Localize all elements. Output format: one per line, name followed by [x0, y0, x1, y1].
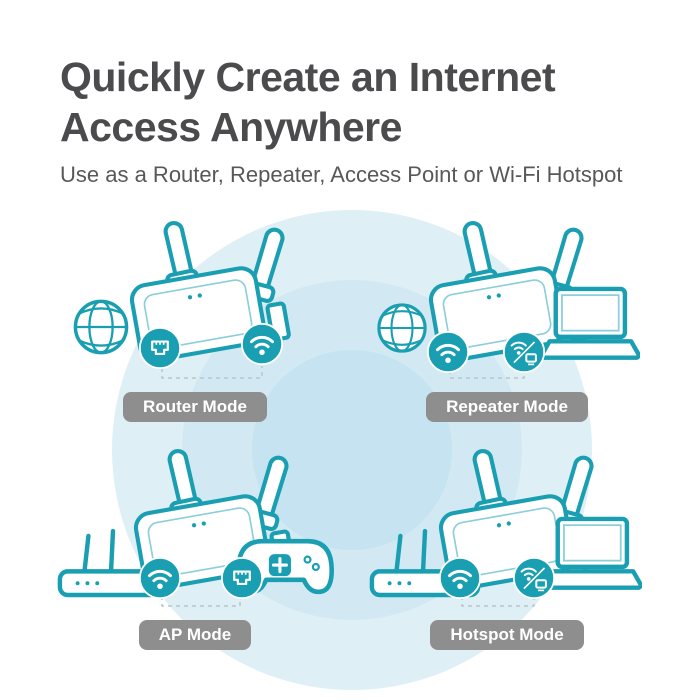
dashed-connector: [161, 366, 263, 379]
background-circle-inner: [252, 350, 452, 550]
ap-mode-label: AP Mode: [138, 620, 252, 650]
wifi-icon: [426, 330, 470, 374]
router-mode-section: Router Mode: [50, 210, 340, 422]
laptop-illustration: [544, 519, 641, 588]
ethernet-port-icon: [138, 326, 182, 370]
wifi-to-device-icon: [512, 556, 556, 600]
page-title-line1: Quickly Create an Internet: [60, 54, 556, 100]
repeater-mode-section: Repeater Mode: [362, 210, 652, 422]
wifi-icon: [240, 322, 284, 366]
page-title-line2: Access Anywhere: [60, 104, 402, 151]
repeater-mode-illustration: [377, 210, 652, 379]
router-mode-label: Router Mode: [123, 392, 267, 422]
ethernet-port-icon: [220, 556, 264, 600]
dashed-connector: [449, 370, 525, 379]
ap-mode-illustration: [50, 438, 340, 607]
wifi-icon: [138, 556, 182, 600]
page-subtitle: Use as a Router, Repeater, Access Point …: [60, 162, 623, 188]
ap-mode-section: AP Mode: [50, 438, 340, 650]
router-mode-illustration: [73, 210, 340, 379]
repeater-mode-label: Repeater Mode: [426, 392, 588, 422]
hotspot-mode-section: Hotspot Mode: [362, 438, 652, 650]
dashed-connector: [461, 596, 535, 607]
internet-globe-icon: [73, 299, 129, 355]
dashed-connector: [161, 596, 241, 607]
hotspot-mode-illustration: [362, 438, 652, 607]
header: Quickly Create an Internet Access Anywhe…: [60, 52, 670, 188]
wifi-icon: [438, 556, 482, 600]
wifi-to-device-icon: [502, 330, 546, 374]
internet-globe-icon: [377, 303, 427, 353]
laptop-illustration: [542, 289, 639, 358]
hotspot-mode-label: Hotspot Mode: [430, 620, 584, 650]
